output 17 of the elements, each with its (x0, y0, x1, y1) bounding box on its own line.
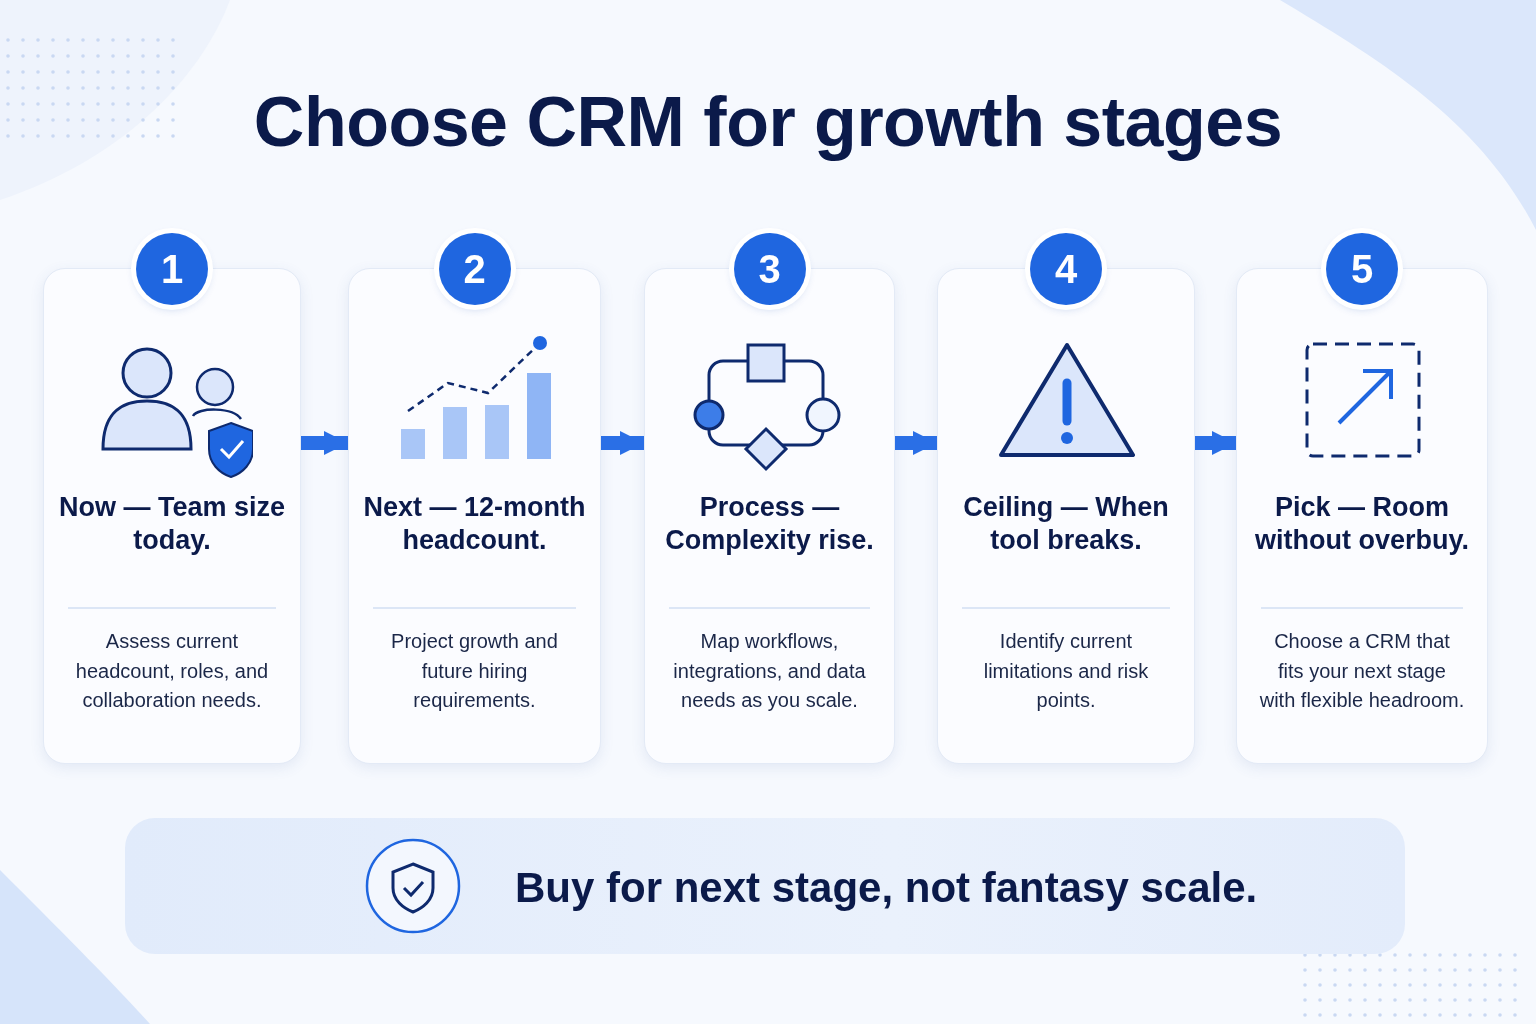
step-description: Project growth and future hiring requirements. (390, 629, 559, 713)
summary-banner (125, 818, 1405, 954)
step-description: Identify current limitations and risk points. (982, 629, 1150, 713)
step-description: Choose a CRM that fits your next stage with flexible headroom. (1259, 629, 1465, 713)
step-description: Map workflows, integrations, and data needs as you scale. (672, 629, 867, 713)
step-heading: Now — Team size today. (58, 491, 286, 557)
step-heading: Process — Complexity rise. (664, 491, 875, 557)
step-heading: Next — 12-month headcount. (363, 491, 586, 557)
summary-text: Buy for next stage, not fantasy scale. (515, 864, 1258, 912)
step-description: Assess current headcount, roles, and collaboration needs. (74, 629, 270, 713)
step-heading: Pick — Room without overbuy. (1254, 491, 1470, 557)
step-heading: Ceiling — When tool breaks. (962, 491, 1170, 557)
title: Choose CRM for growth stages (252, 82, 1284, 162)
flow-arrow (1195, 431, 1236, 455)
flow-arrow (601, 431, 644, 455)
flow-arrow (301, 431, 348, 455)
flow-arrow (895, 431, 937, 455)
